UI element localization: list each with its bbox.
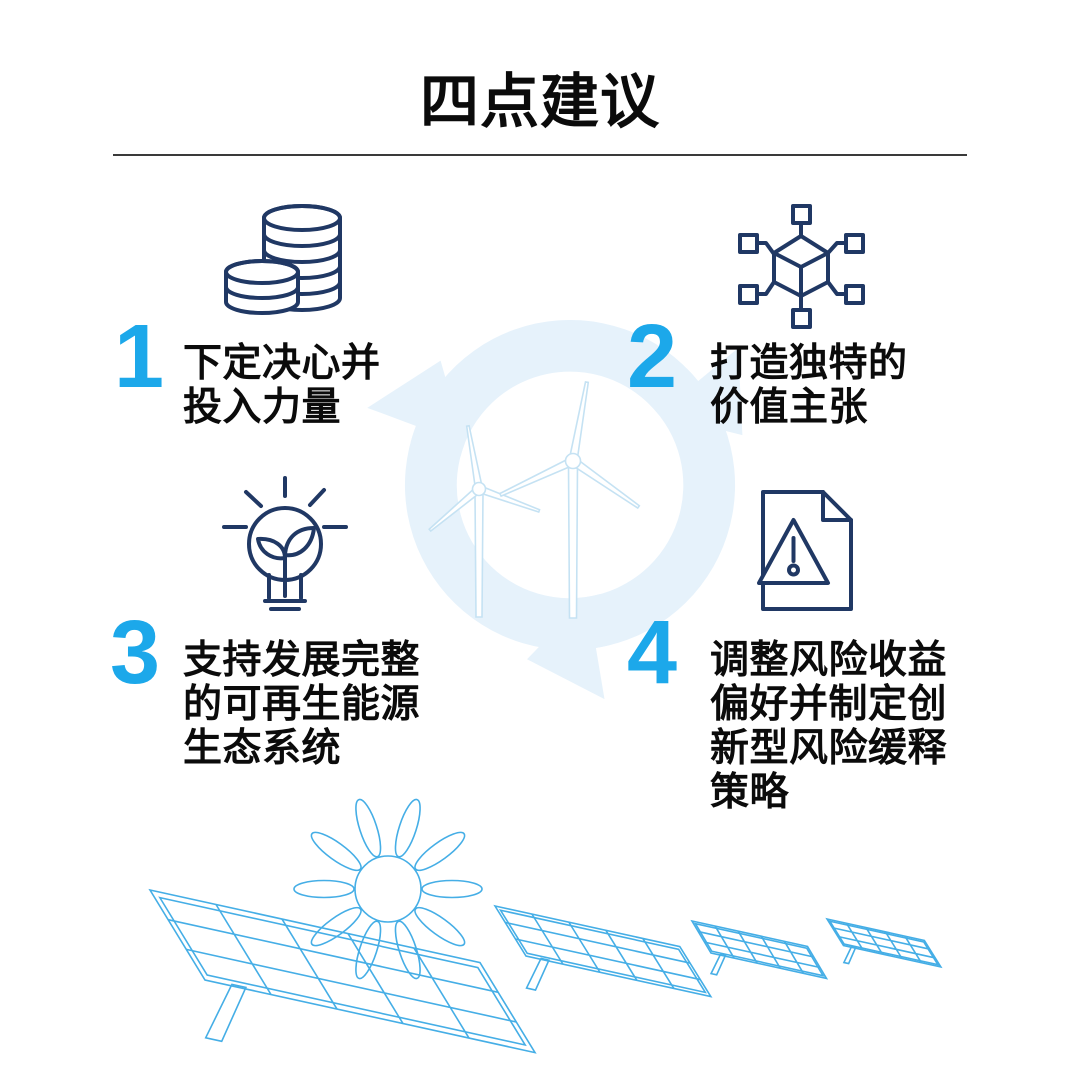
item-number-4: 4 [627, 603, 678, 703]
lightbulb-sprout-icon [222, 476, 348, 611]
recycle-symbol-icon [367, 319, 743, 700]
page-title: 四点建议 [419, 69, 660, 135]
item-text-line: 策略 [710, 771, 790, 814]
document-warning-icon [757, 490, 853, 611]
wind-turbine-icon [428, 424, 541, 618]
item-text-line: 投入力量 [183, 386, 342, 429]
item-number-1: 1 [114, 307, 165, 407]
item-text-2: 打造独特的 价值主张 [710, 342, 908, 430]
cube-network-icon [738, 204, 865, 329]
item-text-line: 偏好并制定创 [710, 683, 948, 726]
solar-panel-icon [815, 916, 953, 986]
item-text-line: 支持发展完整 [183, 639, 421, 682]
item-text-line: 价值主张 [710, 386, 869, 429]
item-number-3: 3 [110, 603, 161, 703]
item-text-line: 新型风险缓释 [710, 727, 948, 770]
item-text-1: 下定决心并 投入力量 [183, 342, 381, 430]
item-text-3: 支持发展完整 的可再生能源 生态系统 [183, 639, 420, 771]
item-number-2: 2 [627, 307, 678, 407]
solar-panel-icon [473, 901, 734, 1034]
wind-turbine-icon [498, 381, 641, 619]
coins-icon [224, 204, 342, 315]
item-text-line: 打造独特的 [710, 342, 908, 385]
item-text-line: 的可再生能源 [183, 683, 421, 726]
title-divider [113, 154, 967, 156]
item-text-4: 调整风险收益 偏好并制定创 新型风险缓释 策略 [710, 639, 947, 815]
item-text-line: 调整风险收益 [710, 639, 948, 682]
item-text-line: 下定决心并 [183, 342, 381, 385]
sun-icon [293, 798, 483, 980]
solar-panel-icon [678, 918, 841, 1002]
item-text-line: 生态系统 [183, 727, 342, 770]
solar-panel-icon [110, 881, 576, 1080]
